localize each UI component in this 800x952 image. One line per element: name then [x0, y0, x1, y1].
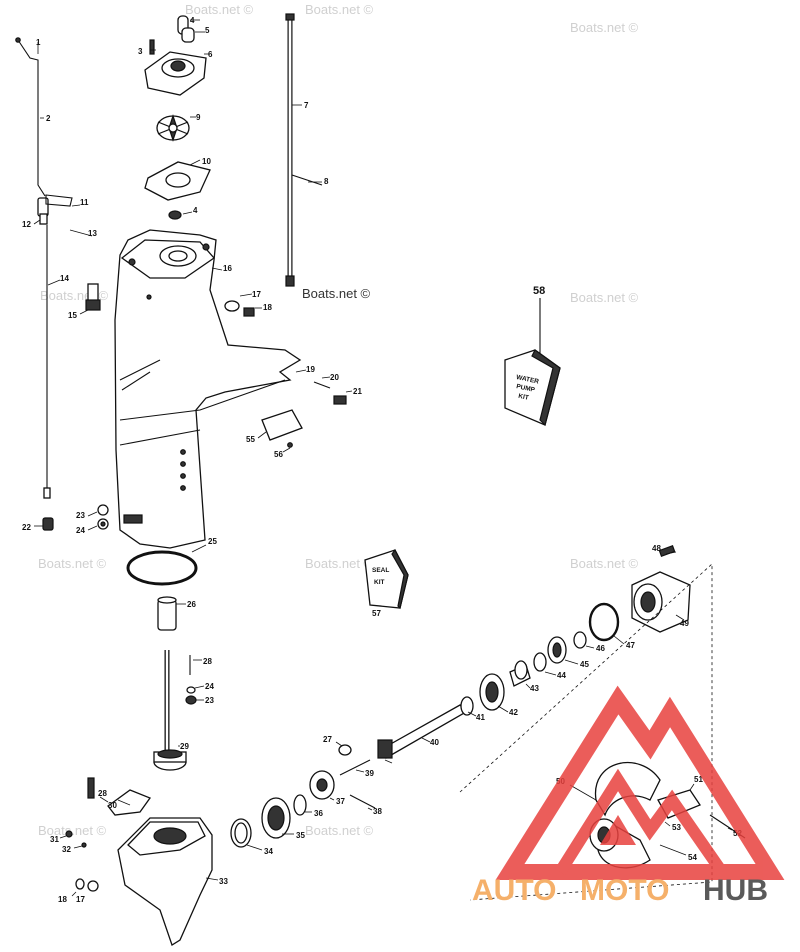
housing-hardware — [85, 283, 347, 448]
part-number-17: 17 — [252, 290, 261, 299]
logo-text-moto: MOTO — [580, 874, 669, 907]
gear-train — [230, 545, 691, 848]
part-number-26: 26 — [187, 600, 196, 609]
part-number-46: 46 — [596, 644, 605, 653]
part-number-42: 42 — [509, 708, 518, 717]
gasket — [126, 550, 198, 586]
part-number-23b: 23 — [205, 696, 214, 705]
part-number-24b: 24 — [205, 682, 214, 691]
part-number-55: 55 — [246, 435, 255, 444]
part-number-10: 10 — [202, 157, 211, 166]
part-number-47: 47 — [626, 641, 635, 650]
watermark-text: Boats.net © — [38, 823, 107, 838]
part-number-14: 14 — [60, 274, 69, 283]
part-number-1: 1 — [36, 38, 41, 47]
leader-lines — [33, 19, 733, 897]
part-number-45: 45 — [580, 660, 589, 669]
logo-triangle-icon — [495, 685, 785, 880]
watermark-text: Boats.net © — [38, 556, 107, 571]
part-number-11: 11 — [80, 198, 89, 207]
part-number-2: 2 — [46, 114, 51, 123]
part-number-36: 36 — [314, 809, 323, 818]
kit-label-line: SEAL — [372, 567, 389, 574]
watermark-text: Boats.net © — [305, 556, 374, 571]
part-number-34: 34 — [264, 847, 273, 856]
water-pump-assembly — [144, 15, 211, 220]
kit-label-line: WATER — [515, 374, 539, 386]
part-number-16: 16 — [223, 264, 232, 273]
part-number-12: 12 — [22, 220, 31, 229]
part-number-24: 24 — [76, 526, 85, 535]
part-number-9: 9 — [196, 113, 201, 122]
part-number-38: 38 — [373, 807, 382, 816]
pinion-shaft-assembly — [153, 596, 197, 771]
part-number-27: 27 — [323, 735, 332, 744]
part-number-28: 28 — [203, 657, 212, 666]
watermark-text: Boats.net © — [570, 556, 639, 571]
kit-label-line: PUMP — [516, 383, 536, 394]
part-number-53: 53 — [672, 823, 681, 832]
part-number-4: 4 — [190, 16, 195, 25]
watermarks: Boats.net © Boats.net © Boats.net © Boat… — [38, 2, 639, 838]
part-number-22: 22 — [22, 523, 31, 532]
part-number-37: 37 — [336, 797, 345, 806]
part-number-25: 25 — [208, 537, 217, 546]
part-number-56: 56 — [274, 450, 283, 459]
part-number-44: 44 — [557, 671, 566, 680]
driveshaft — [285, 13, 323, 287]
part-number-15: 15 — [68, 311, 77, 320]
part-number-51: 51 — [694, 775, 703, 784]
part-number-21: 21 — [353, 387, 362, 396]
part-number-18: 18 — [263, 303, 272, 312]
lower-gearcase — [65, 777, 213, 946]
kit-label-line: KIT — [518, 393, 530, 402]
part-number-4b: 4 — [193, 206, 198, 215]
part-number-43: 43 — [530, 684, 539, 693]
watermark-text: Boats.net © — [305, 823, 374, 838]
part-number-18b: 18 — [58, 895, 67, 904]
part-number-48: 48 — [652, 544, 661, 553]
part-number-57: 57 — [372, 609, 381, 618]
part-number-5: 5 — [205, 26, 210, 35]
part-number-32: 32 — [62, 845, 71, 854]
part-number-30: 30 — [108, 801, 117, 810]
shift-rod-assembly — [15, 37, 109, 531]
watermark-text: Boats.net © — [302, 286, 371, 301]
kit-label-line: KIT — [374, 579, 385, 586]
part-number-39: 39 — [365, 769, 374, 778]
part-number-8: 8 — [324, 177, 329, 186]
part-number-6: 6 — [208, 50, 213, 59]
part-number-3: 3 — [138, 47, 143, 56]
gearcase-housing — [114, 229, 302, 549]
part-number-13: 13 — [88, 229, 97, 238]
kit-number: 58 — [533, 285, 545, 297]
watermark-text: Boats.net © — [570, 20, 639, 35]
watermark-text: Boats.net © — [305, 2, 374, 17]
part-number-40: 40 — [430, 738, 439, 747]
water-pump-kit: 58 WATER PUMP KIT — [504, 285, 561, 427]
part-number-20: 20 — [330, 373, 339, 382]
part-number-33: 33 — [219, 877, 228, 886]
part-number-54: 54 — [688, 853, 697, 862]
part-number-31: 31 — [50, 835, 59, 844]
automotohub-logo: AUTO MOTO HUB — [472, 685, 785, 907]
part-labels: 1 2 3 4 5 6 7 8 9 10 4 11 12 13 14 15 16… — [22, 16, 742, 904]
part-number-49: 49 — [680, 619, 689, 628]
part-number-23: 23 — [76, 511, 85, 520]
part-number-28b: 28 — [98, 789, 107, 798]
part-number-41: 41 — [476, 713, 485, 722]
part-number-19: 19 — [306, 365, 315, 374]
watermark-text: Boats.net © — [185, 2, 254, 17]
part-number-17b: 17 — [76, 895, 85, 904]
part-number-35: 35 — [296, 831, 305, 840]
part-number-29: 29 — [180, 742, 189, 751]
part-number-7: 7 — [304, 101, 309, 110]
logo-text-auto: AUTO — [472, 874, 556, 907]
logo-text-hub: HUB — [703, 874, 768, 907]
prop-assembly-bracket — [459, 563, 713, 901]
seal-kit: SEAL KIT — [364, 548, 409, 610]
watermark-text: Boats.net © — [570, 290, 639, 305]
